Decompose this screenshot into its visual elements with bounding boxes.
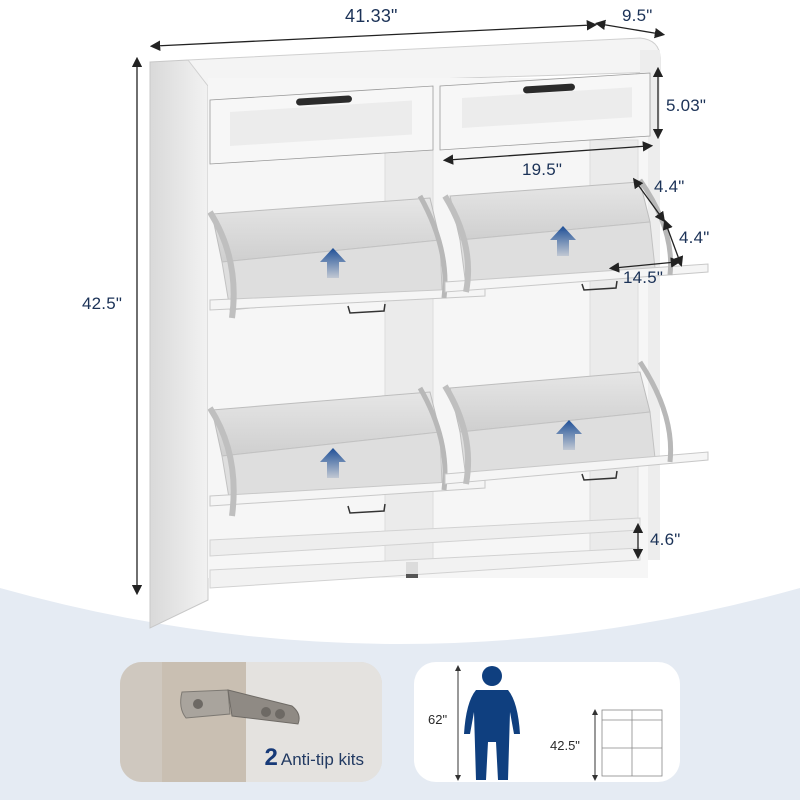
height-label: 42.5" [82,294,123,313]
bottom-clearance-label: 4.6" [650,530,681,549]
depth-label: 9.5" [622,6,653,25]
anti-tip-bracket-image [120,662,382,782]
size-comparison-panel: 62" 42.5" [414,662,680,782]
width-label: 41.33" [345,6,398,26]
flip-drawer-lower-left [207,386,486,517]
flip-lower-label: 4.4" [679,228,710,247]
drawer-left [209,85,434,165]
drawer-right [439,72,651,151]
drawer-width-label: 19.5" [522,160,563,179]
flip-depth-label: 14.5" [623,268,664,287]
flip-upper-label: 4.4" [654,177,685,196]
anti-tip-count: 2 [264,744,278,771]
flip-drawer-lower-right [442,360,709,485]
size-comparison-graphic [455,665,663,781]
cabinet-height-label: 42.5" [550,738,580,753]
person-icon [464,666,520,780]
anti-tip-text: Anti-tip kits [280,750,364,769]
drawer-height-label: 5.03" [666,96,707,115]
cabinet-mini-icon [601,709,663,777]
person-height-label: 62" [428,712,448,727]
flip-drawer-upper-right [442,178,709,293]
